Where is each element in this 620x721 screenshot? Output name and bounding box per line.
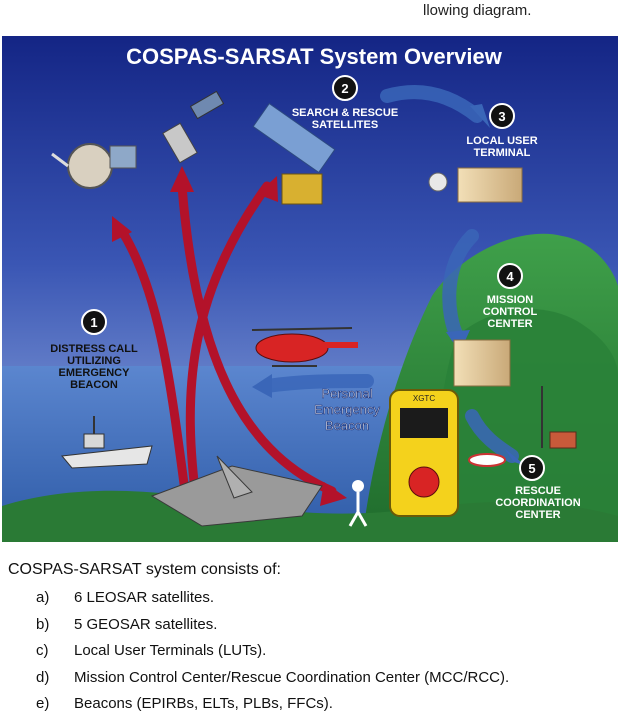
list-item-text: Beacons (EPIRBs, ELTs, PLBs, FFCs). — [74, 695, 333, 712]
diagram-svg: COSPAS-SARSAT System Overview — [2, 36, 618, 542]
step-3: 3 LOCAL USER TERMINAL — [428, 103, 538, 203]
ship-icon — [61, 416, 153, 469]
sos-button-icon — [408, 466, 440, 498]
step-2-label-line1: SEARCH & RESCUE — [292, 107, 398, 119]
satellite-right-icon — [252, 102, 336, 205]
step-1-label-line3: EMERGENCY — [59, 367, 131, 379]
step-2-label-line2: SATELLITES — [312, 119, 378, 131]
uplink-arrows — [117, 181, 337, 511]
rescue-center-house-icon — [549, 431, 577, 449]
beacon-label: Personal Emergency Beacon — [314, 386, 381, 434]
list-marker: b) — [36, 615, 50, 633]
step-3-label-line1: LOCAL USER — [466, 135, 537, 147]
step-4-label-line3: CENTER — [487, 318, 532, 330]
list-item-text: Local User Terminals (LUTs). — [74, 642, 267, 659]
list-item: d) Mission Control Center/Rescue Coordina… — [36, 665, 509, 692]
list-item: b) 5 GEOSAR satellites. — [36, 612, 509, 639]
list-marker: a) — [36, 589, 50, 606]
beacon-label-line1: Personal — [321, 386, 372, 401]
preceding-text-fragment: llowing diagram. — [423, 2, 532, 19]
step-3-label-line2: TERMINAL — [474, 147, 531, 159]
beacon-label-line2: Emergency — [314, 402, 380, 417]
list-marker: d) — [36, 668, 50, 686]
list-item-text: 6 LEOSAR satellites. — [74, 589, 215, 606]
uplink-arrowheads — [112, 166, 347, 506]
svg-text:3: 3 — [498, 109, 505, 124]
step-1-label-line4: BEACON — [70, 379, 118, 391]
step-5: 5 RESCUE COORDINATION CENTER — [468, 386, 581, 521]
list-item-text: Mission Control Center/Rescue Coordinati… — [74, 668, 510, 686]
list-item: c) Local User Terminals (LUTs). — [36, 638, 509, 665]
svg-text:2: 2 — [341, 81, 348, 96]
step-2: 2 SEARCH & RESCUE SATELLITES — [292, 75, 398, 131]
helipad-icon — [468, 453, 506, 467]
local-user-terminal-building — [457, 167, 523, 203]
step-4: 4 MISSION CONTROL CENTER — [453, 263, 538, 387]
svg-text:5: 5 — [528, 461, 535, 476]
helicopter-icon — [251, 327, 358, 367]
step-4-label-line2: CONTROL — [483, 306, 538, 318]
list-marker: c) — [36, 642, 49, 659]
step-1-label-line1: DISTRESS CALL — [50, 343, 138, 355]
foreground-ground — [2, 490, 618, 542]
step-5-label-line3: CENTER — [515, 509, 560, 521]
diagram-title: COSPAS-SARSAT System Overview — [126, 44, 503, 69]
list-item-text: 5 GEOSAR satellites. — [74, 615, 218, 633]
satellite-middle-icon — [162, 90, 225, 164]
satellite-left-icon — [51, 143, 137, 189]
downed-aircraft-icon — [150, 455, 323, 527]
cospas-sarsat-diagram: COSPAS-SARSAT System Overview — [2, 36, 618, 542]
step-5-label-line1: RESCUE — [515, 485, 561, 497]
step-5-label-line2: COORDINATION — [495, 497, 580, 509]
list-item: e) Beacons (EPIRBs, ELTs, PLBs, FFCs). — [36, 691, 509, 718]
svg-text:4: 4 — [506, 269, 514, 284]
device-brand: XGTC — [413, 394, 435, 403]
components-list: a) 6 LEOSAR satellites. b) 5 GEOSAR satell… — [36, 585, 509, 718]
svg-text:1: 1 — [90, 315, 97, 330]
list-marker: e) — [36, 695, 50, 712]
person-icon — [348, 480, 368, 527]
beacon-label-line3: Beacon — [325, 418, 369, 433]
step-1: 1 DISTRESS CALL UTILIZING EMERGENCY BEAC… — [50, 309, 138, 391]
step-1-label-line2: UTILIZING — [67, 355, 121, 367]
mission-control-building — [453, 339, 511, 387]
list-item: a) 6 LEOSAR satellites. — [36, 585, 509, 612]
step-4-label-line1: MISSION — [487, 294, 534, 306]
dish-antenna-icon — [428, 172, 448, 192]
personal-emergency-beacon-device: XGTC — [389, 389, 459, 517]
system-caption: COSPAS-SARSAT system consists of: — [8, 561, 281, 578]
